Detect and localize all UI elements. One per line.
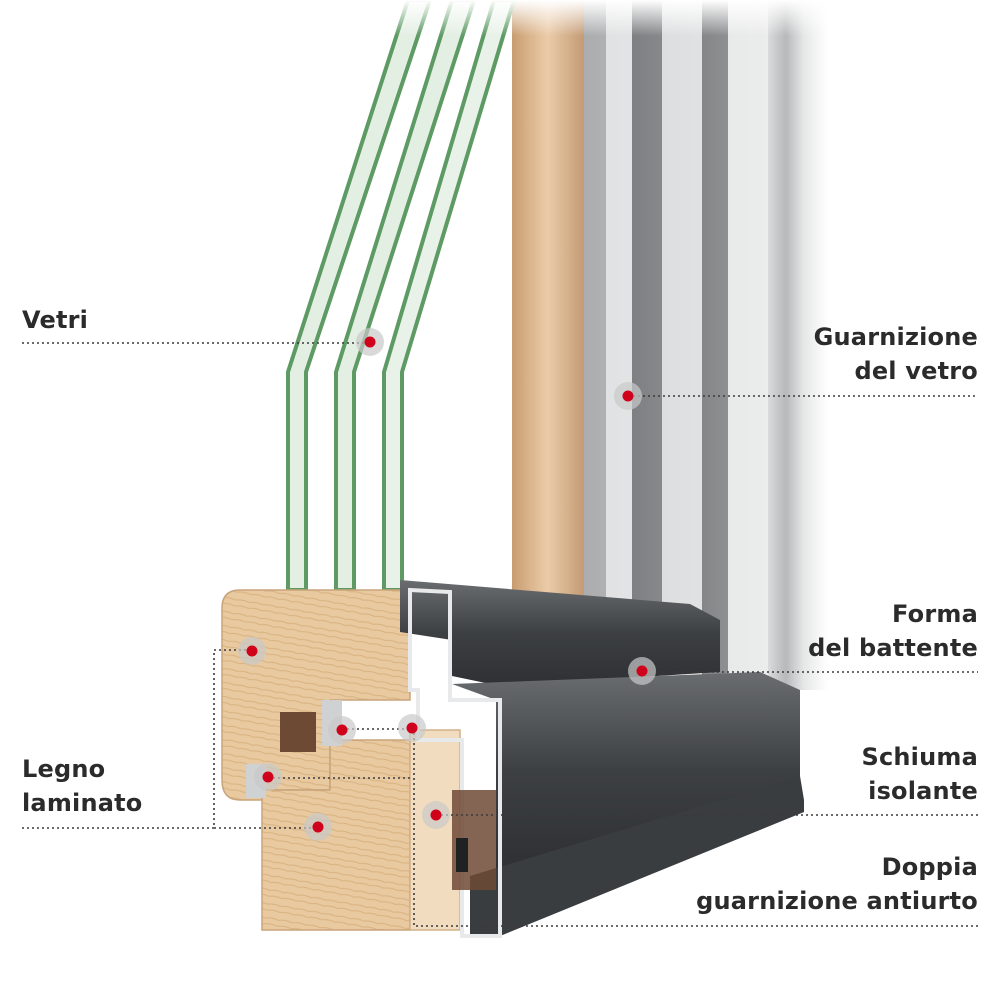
marker-forma [628,657,656,685]
label-doppia-line1: Doppia [881,853,978,881]
label-vetri: Vetri [22,303,88,337]
label-doppia-line2: guarnizione antiurto [696,887,978,915]
marker-legno-mid [328,716,356,744]
label-legno-line1: Legno [22,755,106,783]
leader-line-legno-a [22,649,252,829]
marker-legno-top [238,637,266,665]
laminated-wood-profile [221,589,461,931]
label-schiuma-isolante: Schiuma isolante [861,740,978,808]
top-fade [0,0,1000,200]
label-forma-line2: del battente [808,634,978,662]
label-vetri-line1: Vetri [22,306,89,334]
label-legno-laminato: Legno laminato [22,752,143,820]
label-forma-del-battente: Forma del battente [808,597,978,665]
label-doppia-guarnizione-antiurto: Doppia guarnizione antiurto [696,850,978,918]
marker-vetri [356,328,384,356]
marker-guarnizione [614,382,642,410]
label-guarnizione-del-vetro: Guarnizione del vetro [814,320,978,388]
marker-legno-bottom [304,813,332,841]
label-forma-line1: Forma [892,600,978,628]
label-guarnizione-line2: del vetro [854,357,978,385]
markers [238,328,656,841]
marker-schiuma [422,801,450,829]
label-schiuma-line1: Schiuma [861,743,978,771]
leader-line-doppia [413,728,978,927]
label-schiuma-line2: isolante [868,777,978,805]
label-legno-line2: laminato [22,789,143,817]
marker-legno-left [254,763,282,791]
leader-lines [22,342,978,927]
label-guarnizione-line1: Guarnizione [813,323,978,351]
marker-doppia [398,714,426,742]
